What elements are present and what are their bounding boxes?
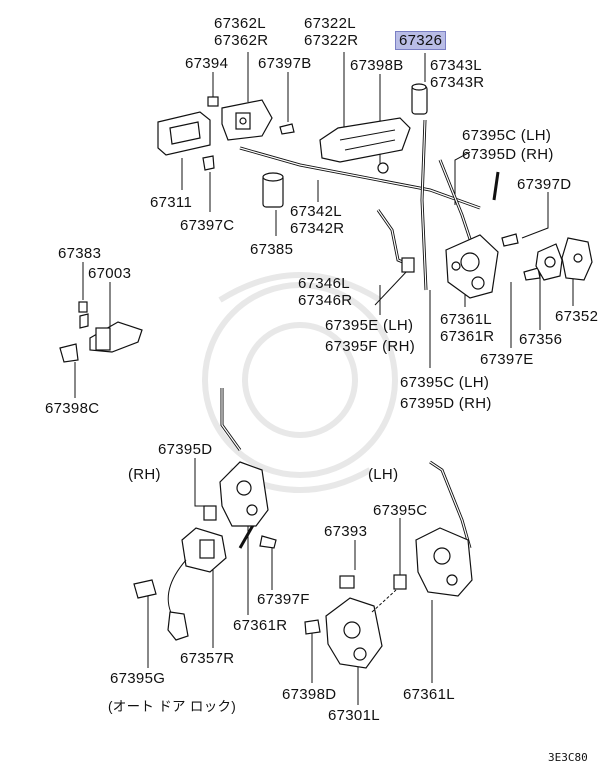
label-67322l: 67322L	[304, 15, 356, 32]
label-67398c: 67398C	[45, 400, 100, 417]
nut-67393	[339, 575, 355, 589]
label-67397e: 67397E	[480, 351, 534, 368]
bolt-67397b	[279, 123, 295, 135]
clip-67346	[401, 257, 415, 273]
label-67343r: 67343R	[430, 74, 485, 91]
rh-clip-67395d	[203, 505, 217, 521]
label-67362l: 67362L	[214, 15, 266, 32]
shim-67352	[561, 237, 593, 281]
lh-lock-rods	[429, 460, 472, 549]
label-67395c-lh-assy: 67395C	[373, 502, 428, 519]
label-67397c: 67397C	[180, 217, 235, 234]
label-67356: 67356	[519, 331, 563, 348]
bolt-67397f	[259, 535, 277, 549]
lock-cylinder-67326	[411, 83, 428, 115]
screw-67394	[207, 96, 219, 107]
label-67326-highlighted[interactable]: 67326	[395, 31, 447, 50]
outside-handle-67362	[221, 99, 273, 141]
label-67301l: 67301L	[328, 707, 380, 724]
screw-67397c	[202, 155, 215, 171]
label-67352: 67352	[555, 308, 599, 325]
bolt-67397d	[501, 233, 519, 247]
label-67346r: 67346R	[298, 292, 353, 309]
latch-67361-top	[445, 234, 499, 299]
label-67342l: 67342L	[290, 203, 342, 220]
diagram-code: 3E3C80	[548, 751, 588, 764]
label-67346l: 67346L	[298, 275, 350, 292]
label-67395g: 67395G	[110, 670, 166, 687]
label-67357r: 67357R	[180, 650, 235, 667]
label-67393: 67393	[324, 523, 368, 540]
bolt-67397e	[523, 267, 541, 281]
leader-lines	[74, 52, 574, 705]
label-67003: 67003	[88, 265, 132, 282]
label-67342r: 67342R	[290, 220, 345, 237]
label-67361l-top: 67361L	[440, 311, 492, 328]
label-67395c-lh-top: 67395C (LH)	[462, 127, 552, 144]
label-67395c-lh-mid: 67395C (LH)	[400, 374, 490, 391]
handle-67322	[319, 117, 411, 174]
lock-actuator-67301l	[325, 589, 397, 669]
label-67397d: 67397D	[517, 176, 572, 193]
label-auto-door-lock: (オート ドア ロック)	[108, 699, 237, 714]
label-67361r-bottom: 67361R	[233, 617, 288, 634]
lh-clip-67395c	[393, 574, 407, 590]
actuator-67357r	[167, 527, 227, 641]
label-67395f-rh: 67395F (RH)	[325, 338, 415, 355]
label-67311: 67311	[150, 194, 193, 211]
label-67322r: 67322R	[304, 32, 359, 49]
label-67362r: 67362R	[214, 32, 269, 49]
label-67395d-rh-assy: 67395D	[158, 441, 213, 458]
striker-67356	[535, 243, 563, 281]
label-67398d: 67398D	[282, 686, 337, 703]
inside-handle-67311	[157, 111, 211, 156]
label-lh: (LH)	[368, 466, 399, 483]
label-67395d-rh-mid: 67395D (RH)	[400, 395, 492, 412]
screw-67398d	[304, 619, 321, 635]
door-check-67003	[59, 313, 143, 363]
lh-latch-67361l	[415, 527, 473, 597]
label-67397b: 67397B	[258, 55, 312, 72]
label-rh: (RH)	[128, 466, 161, 483]
label-67394: 67394	[185, 55, 229, 72]
label-67361r-top: 67361R	[440, 328, 495, 345]
label-67397f: 67397F	[257, 591, 310, 608]
label-67361l-bottom: 67361L	[403, 686, 455, 703]
label-67395d-rh-top: 67395D (RH)	[462, 146, 554, 163]
label-67343l: 67343L	[430, 57, 482, 74]
label-67385: 67385	[250, 241, 294, 258]
label-67395e-lh: 67395E (LH)	[325, 317, 414, 334]
label-67383: 67383	[58, 245, 102, 262]
label-67398b: 67398B	[350, 57, 404, 74]
connector-67395g	[133, 579, 157, 599]
grommet-67385	[262, 172, 284, 208]
rh-latch-67361r	[219, 461, 269, 527]
screw-67383	[78, 301, 88, 313]
